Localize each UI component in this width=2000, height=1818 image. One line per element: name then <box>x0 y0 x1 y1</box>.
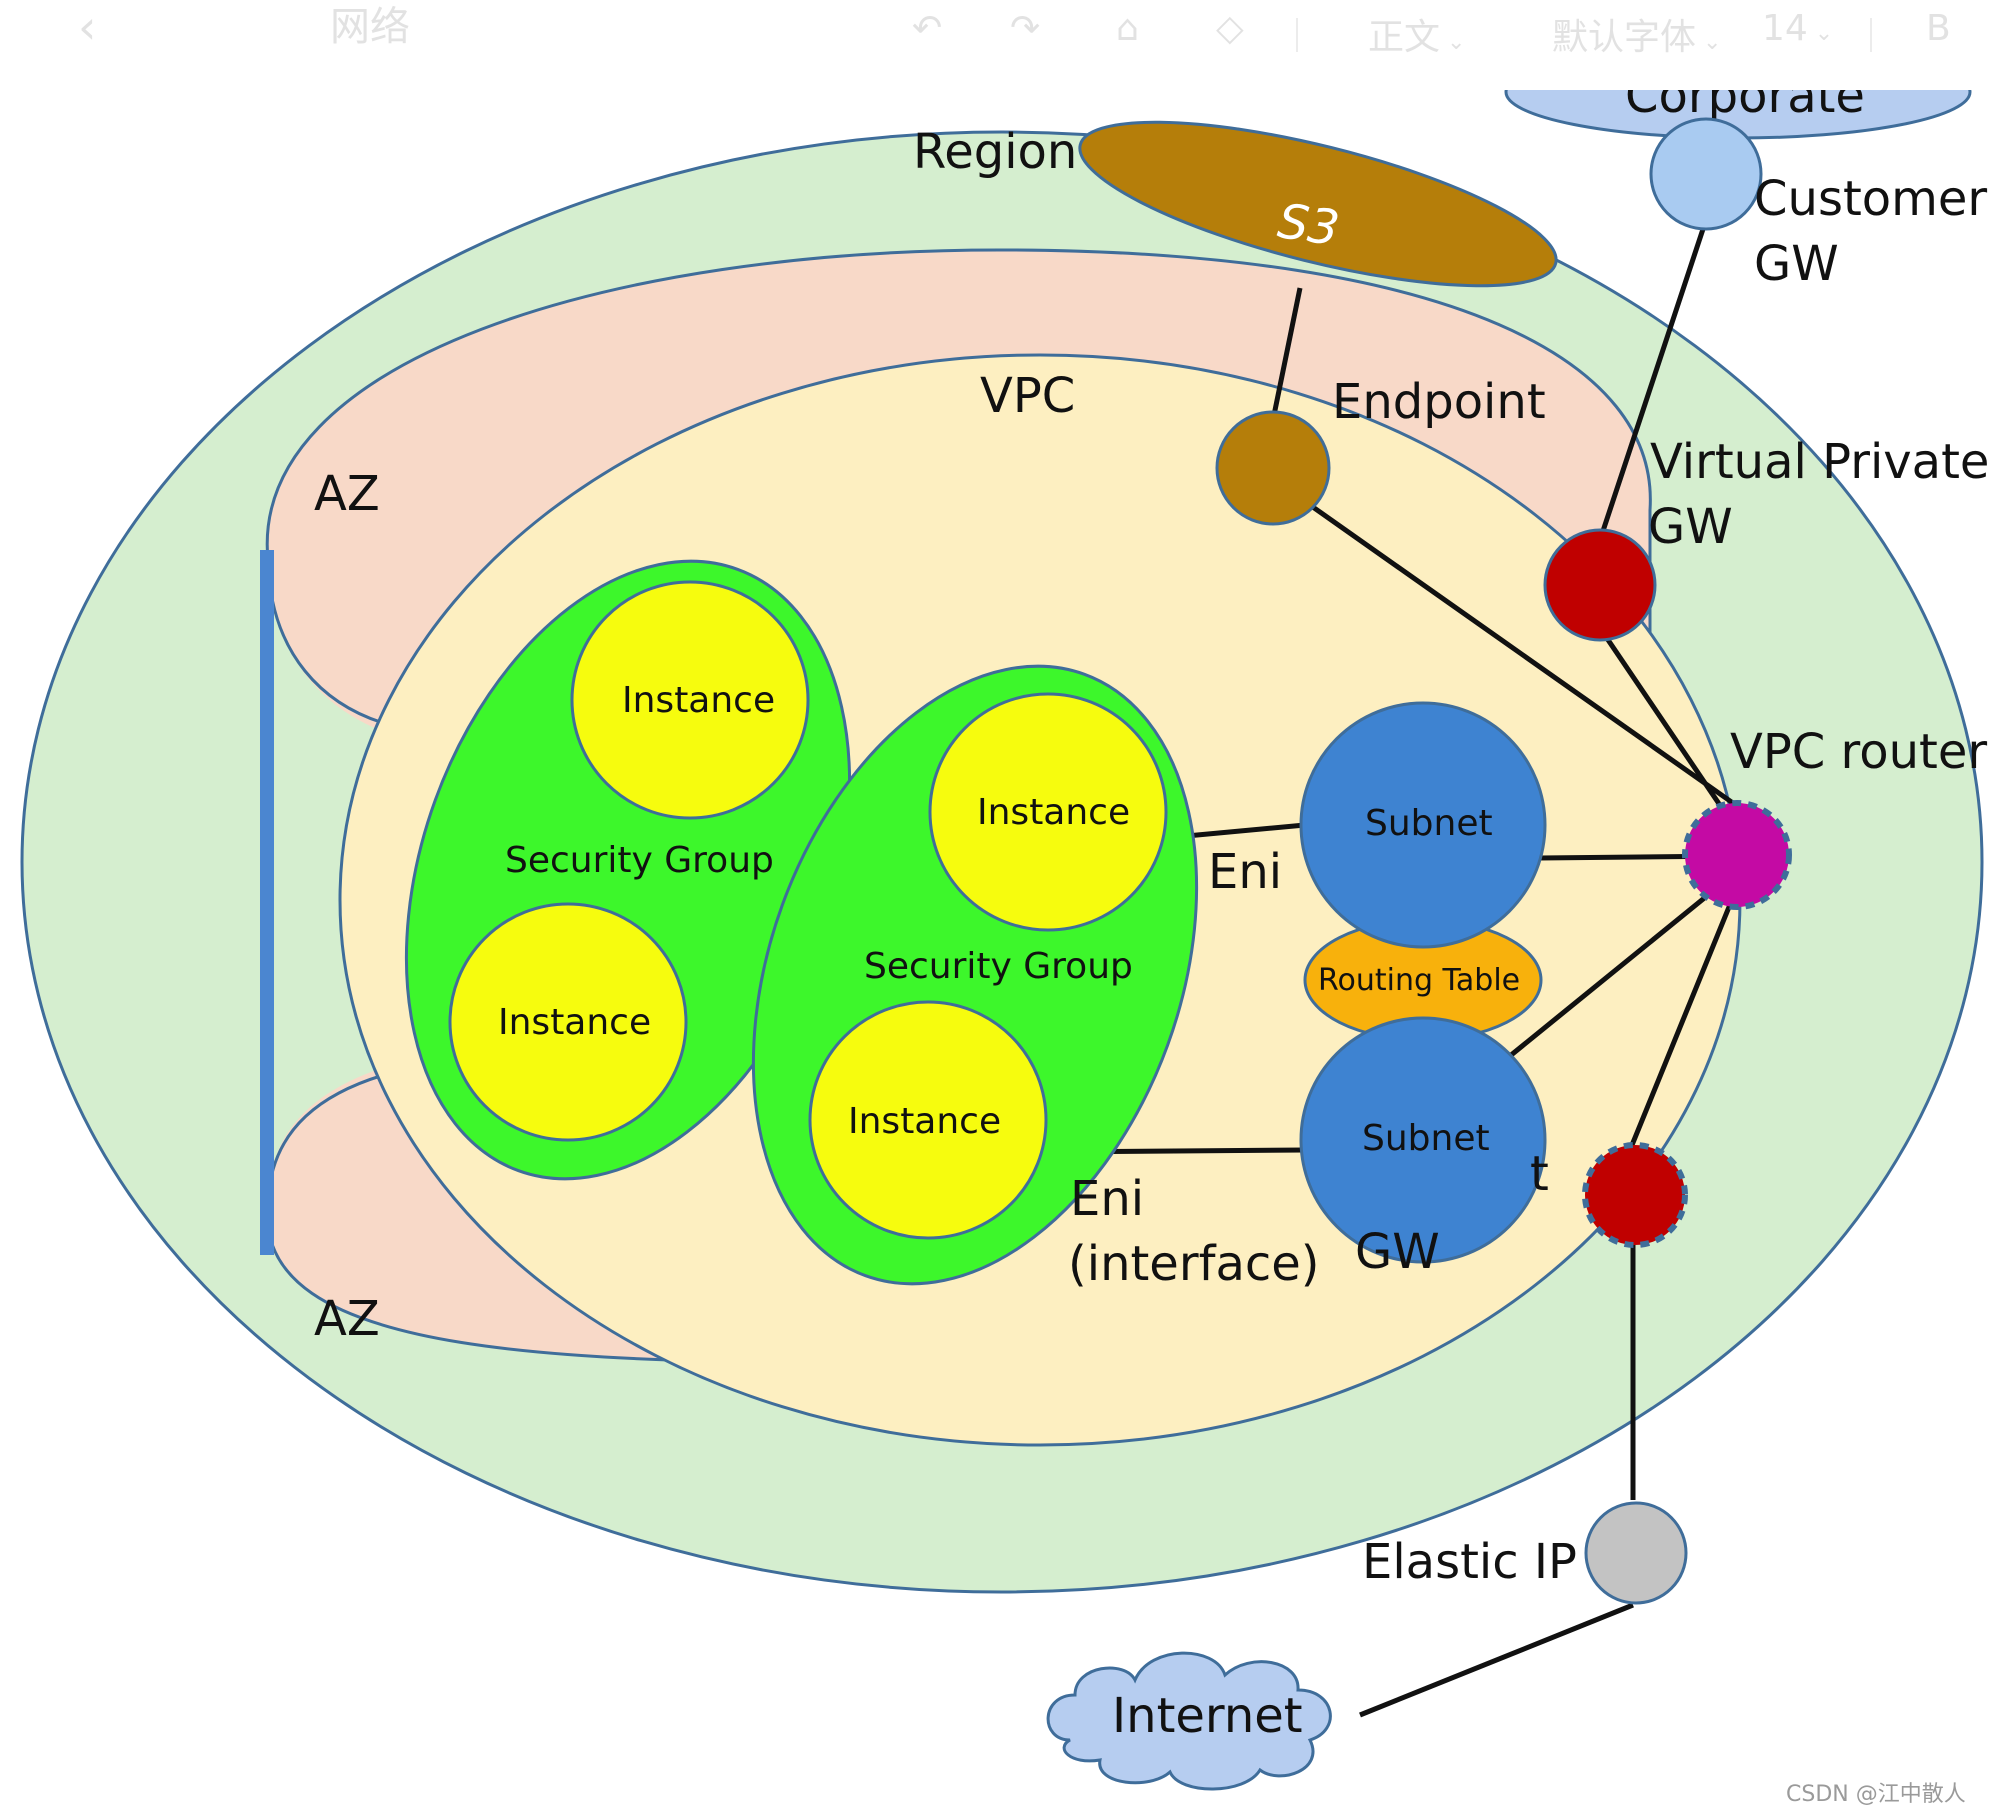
internet-gateway <box>1582 1142 1688 1248</box>
internet-gateway-label-fragment: t <box>1530 1146 1549 1202</box>
instance-node <box>448 902 688 1142</box>
format-painter-icon[interactable]: ⌂ <box>1116 8 1139 49</box>
subnet-bottom <box>1299 1016 1547 1264</box>
undo-icon[interactable]: ↶ <box>912 8 943 49</box>
security-group-label: Security Group <box>864 946 1133 987</box>
instance-label: Instance <box>848 1101 1001 1142</box>
internet-gateway-label-fragment: GW <box>1355 1224 1440 1280</box>
font-size-select[interactable]: 14 ⌄ <box>1762 8 1834 49</box>
s3-bucket <box>1078 120 1558 288</box>
virtual-private-gateway <box>1543 528 1657 642</box>
customer-gw-label-line2: GW <box>1754 236 1839 292</box>
az-label-bottom: AZ <box>314 1291 380 1347</box>
igw-to-router-line <box>1627 879 1743 1151</box>
vpc-endpoint <box>1215 410 1331 526</box>
region-label: Region <box>913 124 1077 180</box>
editor-toolbar: ‹ 网络 ↶ ↷ ⌂ ◇ 正文 ⌄ 默认字体 ⌄ 14 ⌄ B <box>0 0 2000 70</box>
instance-label: Instance <box>498 1002 651 1043</box>
paragraph-style-select[interactable]: 正文 ⌄ <box>1368 17 1466 58</box>
document-title[interactable]: 网络 <box>330 4 410 50</box>
eraser-icon[interactable]: ◇ <box>1216 8 1244 49</box>
corporate-cloud: Corporate <box>1504 68 1972 140</box>
vpc-router <box>1682 800 1792 910</box>
vgw-to-router-line <box>1597 626 1733 822</box>
endpoint-label: Endpoint <box>1332 374 1546 430</box>
customer-gw-label-line1: Customer <box>1754 171 1987 227</box>
instance-label: Instance <box>977 792 1130 833</box>
elastic-ip <box>1584 1501 1688 1605</box>
toolbar-divider <box>1870 18 1872 52</box>
watermark: CSDN @江中散人 <box>1786 1782 1966 1807</box>
corporate-label: Corporate <box>1625 68 1865 124</box>
internet-label: Internet <box>1112 1688 1303 1744</box>
az-divider-bar <box>260 550 274 1255</box>
virtual-private-gw-label-line1: Virtual Private <box>1650 434 1989 490</box>
vpc-label: VPC <box>980 368 1075 424</box>
internet-cloud <box>1046 1651 1332 1791</box>
customer-gw-to-vgw-line <box>1597 219 1709 541</box>
instance-node <box>808 1000 1048 1240</box>
az-label-top: AZ <box>314 466 380 522</box>
vpc-router-label: VPC router <box>1730 724 1987 780</box>
bold-button[interactable]: B <box>1926 8 1951 49</box>
s3-label: S3 <box>1274 193 1342 257</box>
eni-label-bottom-line1: Eni <box>1070 1171 1144 1227</box>
s3-to-endpoint-line <box>1270 287 1303 421</box>
eni-label-bottom-line2: (interface) <box>1068 1236 1320 1292</box>
instance-node <box>928 692 1168 932</box>
routing-table-label: Routing Table <box>1318 963 1520 998</box>
elastic-ip-label: Elastic IP <box>1362 1534 1577 1590</box>
eni-label-top: Eni <box>1208 844 1282 900</box>
toolbar-divider <box>1296 18 1298 52</box>
security-group-label: Security Group <box>505 840 774 881</box>
instance-label: Instance <box>622 680 775 721</box>
back-icon[interactable]: ‹ <box>78 0 97 54</box>
endpoint-to-router-line <box>1308 502 1742 811</box>
customer-gateway <box>1649 117 1763 231</box>
subnet-top <box>1299 701 1547 949</box>
instance-node <box>570 580 810 820</box>
subnet-label: Subnet <box>1365 803 1493 844</box>
font-family-select[interactable]: 默认字体 ⌄ <box>1552 17 1722 58</box>
eip-to-internet-line <box>1359 1602 1634 1718</box>
redo-icon[interactable]: ↷ <box>1010 8 1041 49</box>
virtual-private-gw-label-line2: GW <box>1648 499 1733 555</box>
subnet-label: Subnet <box>1362 1118 1490 1159</box>
